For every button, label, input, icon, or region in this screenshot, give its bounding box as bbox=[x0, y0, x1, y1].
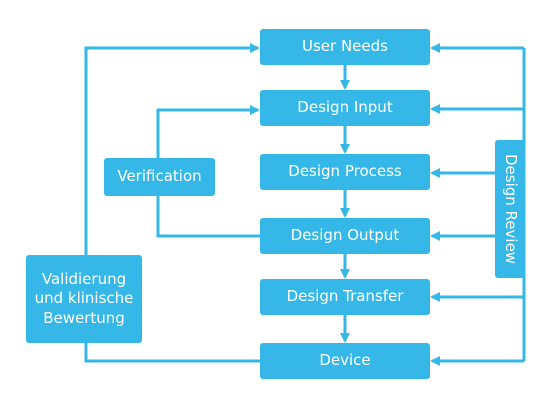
validation-loop bbox=[84, 43, 260, 363]
design-process-box: Design Process bbox=[260, 154, 430, 190]
validation-box: Validierung und klinische Bewertung bbox=[26, 255, 142, 343]
design-review-label: Design Review bbox=[501, 153, 520, 265]
verification-box: Verification bbox=[104, 158, 215, 196]
design-input-box: Design Input bbox=[260, 90, 430, 126]
user-needs-box: User Needs bbox=[260, 29, 430, 65]
design-transfer-box: Design Transfer bbox=[260, 279, 430, 315]
design-review-box: Design Review bbox=[495, 140, 525, 278]
device-box: Device bbox=[260, 343, 430, 379]
design-output-box: Design Output bbox=[260, 218, 430, 254]
